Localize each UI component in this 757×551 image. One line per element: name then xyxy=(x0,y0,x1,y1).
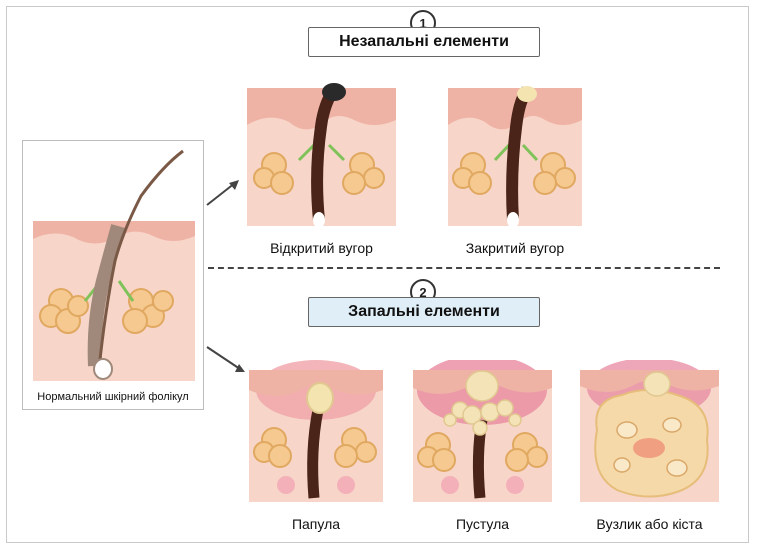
closed-comedone-label: Закритий вугор xyxy=(465,240,565,256)
group-1-title: Незапальні елементи xyxy=(308,27,540,57)
papule-illustration xyxy=(249,360,383,502)
normal-follicle-label: Нормальний шкірний фолікул xyxy=(37,391,189,403)
group-2-title: Запальні елементи xyxy=(308,297,540,327)
normal-follicle-panel: Нормальний шкірний фолікул xyxy=(22,140,204,410)
normal-follicle-illustration xyxy=(33,149,195,381)
open-comedone-label: Відкритий вугор xyxy=(270,240,373,256)
open-comedone-illustration xyxy=(247,83,396,228)
arrow-to-inflammatory xyxy=(206,346,245,372)
pustule-label: Пустула xyxy=(455,516,510,532)
figure-frame xyxy=(6,6,749,543)
nodule-cyst-label: Вузлик або кіста xyxy=(596,516,703,532)
arrow-to-noninflammatory xyxy=(206,180,239,206)
nodule-cyst-illustration xyxy=(580,360,719,502)
papule-label: Папула xyxy=(291,516,341,532)
group-divider xyxy=(208,267,720,269)
pustule-illustration xyxy=(413,360,552,502)
closed-comedone-illustration xyxy=(448,86,582,228)
